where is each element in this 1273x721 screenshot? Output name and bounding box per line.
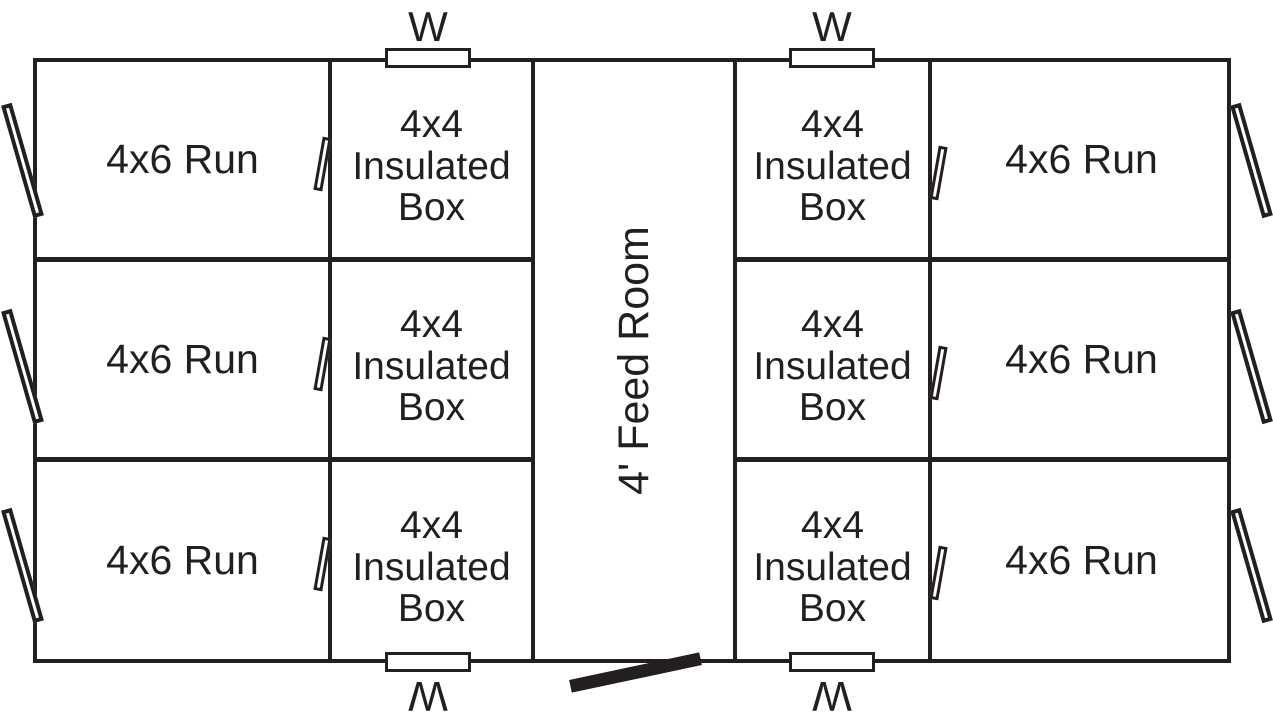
run-box-wall-right	[928, 58, 932, 663]
room-run-right-2: 4x6 Run	[932, 262, 1231, 457]
room-run-right-1: 4x6 Run	[932, 62, 1231, 257]
feed-room-label: 4' Feed Room	[609, 226, 658, 495]
door-swing-outer-right-3	[1230, 507, 1273, 624]
row-divider-right-1	[733, 257, 1231, 262]
box-label-line: Box	[397, 587, 466, 631]
run-label: 4x6 Run	[1005, 336, 1158, 382]
window-symbol-top-left	[385, 48, 471, 68]
room-run-left-1: 4x6 Run	[37, 62, 328, 257]
room-run-left-2: 4x6 Run	[37, 262, 328, 457]
box-label-line: 4x4	[400, 102, 463, 146]
window-label-bottom-right: W	[812, 673, 852, 720]
room-box-left-3: 4x4 Insulated Box	[332, 462, 531, 659]
box-label-line: Insulated	[352, 144, 511, 188]
room-feed: 4' Feed Room	[535, 62, 733, 659]
window-label-top-right: W	[812, 3, 852, 50]
run-label: 4x6 Run	[106, 136, 259, 182]
box-label-line: Box	[798, 587, 867, 631]
feedroom-wall-right	[733, 58, 737, 663]
box-label-line: 4x4	[400, 503, 463, 547]
outer-wall	[33, 58, 1231, 663]
room-box-left-2: 4x4 Insulated Box	[332, 262, 531, 457]
box-label: 4x4 Insulated Box	[352, 104, 510, 229]
box-label-line: 4x4	[801, 102, 864, 146]
window-symbol-bottom-left	[385, 652, 471, 672]
box-label: 4x4 Insulated Box	[753, 304, 911, 429]
window-symbol-bottom-right	[789, 652, 875, 672]
window-label-bottom-left: W	[408, 673, 448, 720]
box-label: 4x4 Insulated Box	[352, 304, 510, 429]
box-label-line: Box	[397, 186, 466, 230]
box-label: 4x4 Insulated Box	[753, 505, 911, 630]
box-label-line: Insulated	[753, 344, 912, 388]
box-label-line: Box	[798, 386, 867, 430]
box-label-line: 4x4	[801, 503, 864, 547]
box-label: 4x4 Insulated Box	[753, 104, 911, 229]
box-label-line: Box	[798, 186, 867, 230]
run-label: 4x6 Run	[1005, 136, 1158, 182]
room-run-right-3: 4x6 Run	[932, 462, 1231, 659]
box-label-line: Insulated	[352, 344, 511, 388]
run-box-wall-left	[328, 58, 332, 663]
box-label: 4x4 Insulated Box	[352, 505, 510, 630]
box-label-line: 4x4	[801, 302, 864, 346]
window-symbol-top-right	[789, 48, 875, 68]
room-box-right-2: 4x4 Insulated Box	[737, 262, 928, 457]
room-box-right-1: 4x4 Insulated Box	[737, 62, 928, 257]
door-swing-outer-right-1	[1230, 102, 1273, 219]
box-label-line: Insulated	[753, 545, 912, 589]
run-label: 4x6 Run	[106, 537, 259, 583]
room-box-right-3: 4x4 Insulated Box	[737, 462, 928, 659]
run-label: 4x6 Run	[1005, 537, 1158, 583]
row-divider-left-2	[33, 457, 531, 462]
feedroom-wall-left	[531, 58, 535, 663]
box-label-line: Insulated	[352, 545, 511, 589]
door-swing-outer-right-2	[1230, 308, 1273, 425]
row-divider-right-2	[733, 457, 1231, 462]
run-label: 4x6 Run	[106, 336, 259, 382]
box-label-line: Insulated	[753, 144, 912, 188]
room-box-left-1: 4x4 Insulated Box	[332, 62, 531, 257]
box-label-line: 4x4	[400, 302, 463, 346]
window-label-top-left: W	[408, 3, 448, 50]
row-divider-left-1	[33, 257, 531, 262]
box-label-line: Box	[397, 386, 466, 430]
room-run-left-3: 4x6 Run	[37, 462, 328, 659]
